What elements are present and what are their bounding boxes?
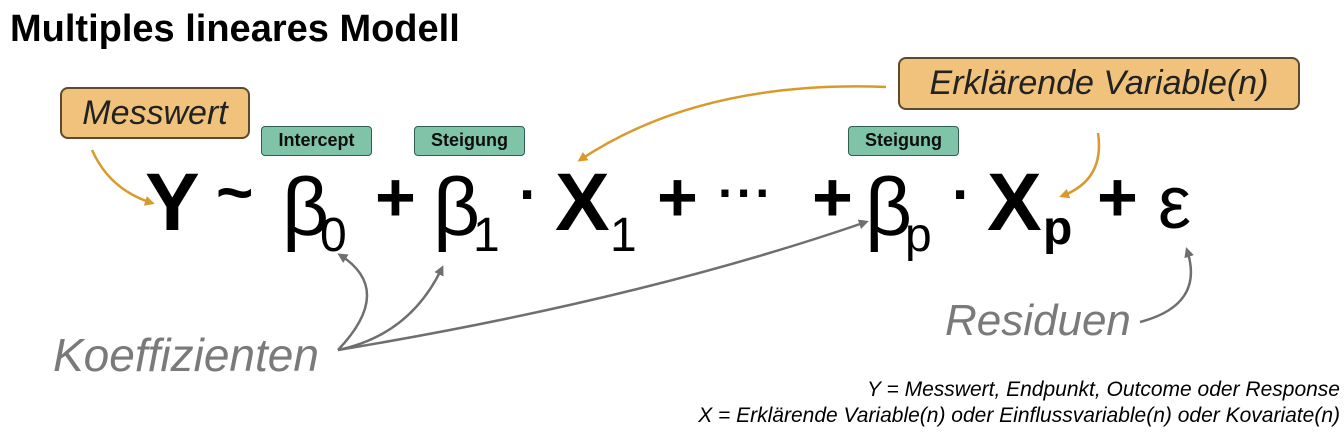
note-x: X = Erklärende Variable(n) oder Einfluss… <box>698 404 1340 427</box>
formula-x-1: X <box>555 157 610 248</box>
note-y: Y = Messwert, Endpunkt, Outcome oder Res… <box>867 378 1340 401</box>
arrow-residuen-to-epsilon <box>1139 247 1194 324</box>
formula-sub-xp: p <box>1043 202 1073 255</box>
formula-sub-1: 1 <box>473 209 500 262</box>
formula-plus-1: + <box>375 158 416 236</box>
arrow-koeffizienten-to-beta0 <box>337 253 369 351</box>
formula-sub-0: 0 <box>320 209 347 262</box>
arrow-koeffizienten-to-betap <box>337 219 869 352</box>
arrow-koeffizienten-to-beta1 <box>337 265 444 352</box>
residuen-label: Residuen <box>945 296 1131 345</box>
formula-beta-1: β <box>433 162 481 253</box>
arrow-erklaerende-to-x1 <box>577 85 887 162</box>
formula-plus-3: + <box>812 158 853 236</box>
steigung-label-1: Steigung <box>414 126 525 156</box>
formula-tilde: ~ <box>216 156 254 228</box>
formula-plus-2: + <box>657 158 698 236</box>
formula-sub-x1: 1 <box>610 209 637 262</box>
erklaerende-variable-label: Erklärende Variable(n) <box>898 57 1300 110</box>
arrow-messwert-to-y <box>90 149 155 206</box>
formula-plus-4: + <box>1097 158 1138 236</box>
page-title: Multiples lineares Modell <box>10 8 460 50</box>
formula-beta-p: β <box>865 162 913 253</box>
arrow-erklaerende-to-xp <box>1059 132 1101 199</box>
formula-ellipsis: ··· <box>718 165 774 221</box>
koeffizienten-label: Koeffizienten <box>53 329 319 381</box>
formula-x-p: X <box>987 157 1042 248</box>
formula-epsilon: ε <box>1158 161 1191 244</box>
messwert-label: Messwert <box>60 87 250 139</box>
formula-sub-p: p <box>905 209 932 262</box>
intercept-label: Intercept <box>261 126 372 156</box>
formula-beta-0: β <box>282 162 330 253</box>
formula-dot-1: · <box>519 162 539 227</box>
formula-dot-p: · <box>952 162 972 227</box>
steigung-label-p: Steigung <box>848 126 959 156</box>
